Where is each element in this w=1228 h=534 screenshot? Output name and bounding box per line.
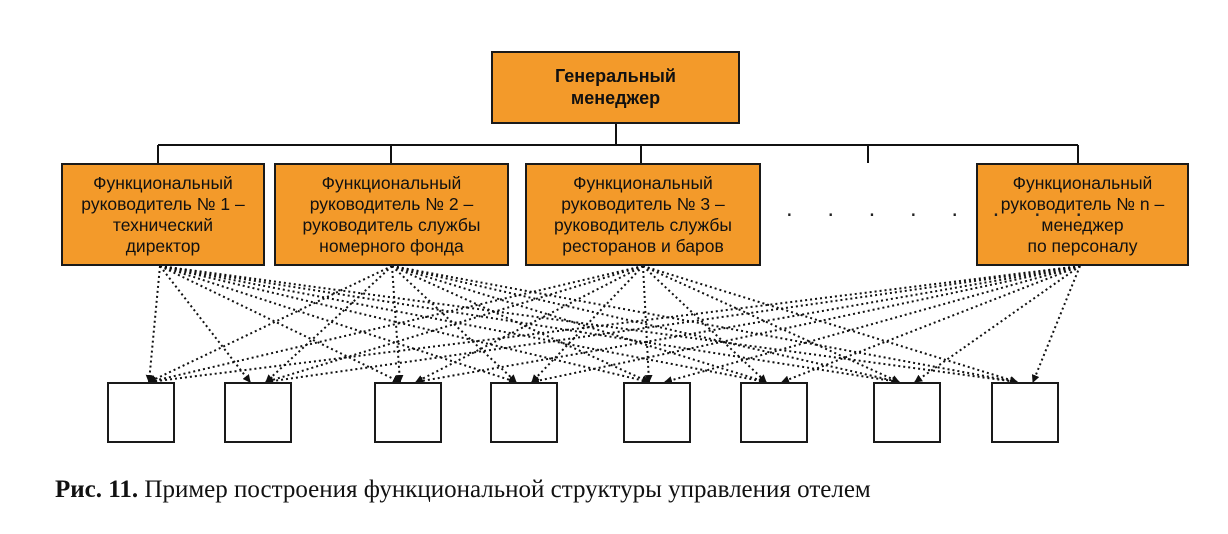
dotted-link-4-7: [914, 265, 1081, 383]
general-manager-box: Генеральный менеджер: [491, 51, 740, 124]
dotted-link-3-5: [642, 265, 653, 383]
unit-box-3: [374, 382, 442, 443]
dotted-link-1-8: [159, 265, 1018, 386]
dotted-link-1-5: [159, 265, 650, 385]
dotted-link-2-2: [265, 265, 393, 383]
dotted-link-2-7: [391, 265, 900, 385]
dotted-link-1-1: [145, 265, 161, 383]
dotted-link-1-6: [159, 265, 767, 385]
ellipsis-dots: . . . . . . . .: [786, 195, 1097, 222]
dotted-link-2-4: [391, 265, 517, 383]
unit-box-7: [873, 382, 941, 443]
functional-manager-n-box: Функциональный руководитель № n – менедж…: [976, 163, 1189, 266]
unit-box-2: [224, 382, 292, 443]
dotted-link-2-6: [391, 265, 767, 384]
functional-manager-3-box: Функциональный руководитель № 3 – руково…: [525, 163, 761, 266]
dotted-link-4-4: [531, 265, 1081, 385]
dotted-link-3-8: [642, 265, 1018, 384]
unit-box-8: [991, 382, 1059, 443]
dotted-link-3-7: [642, 265, 900, 383]
dotted-link-3-1: [148, 265, 644, 385]
dotted-link-3-4: [531, 265, 644, 383]
dotted-link-2-5: [391, 265, 650, 383]
dotted-link-1-2: [159, 265, 251, 383]
unit-box-5: [623, 382, 691, 443]
dotted-link-4-5: [664, 265, 1081, 384]
unit-box-4: [490, 382, 558, 443]
functional-manager-1-box: Функциональный руководитель № 1 – технич…: [61, 163, 265, 266]
dotted-link-3-2: [265, 265, 644, 384]
dotted-link-4-8: [1031, 265, 1081, 383]
figure-caption: Рис. 11. Пример построения функционально…: [55, 476, 871, 504]
dotted-link-3-6: [642, 265, 767, 383]
dotted-link-1-4: [159, 265, 517, 384]
functional-manager-2-box: Функциональный руководитель № 2 – руково…: [274, 163, 509, 266]
dotted-link-2-3: [391, 265, 404, 383]
dotted-link-1-7: [159, 265, 900, 385]
dotted-link-4-2: [265, 265, 1081, 385]
dotted-link-2-8: [391, 265, 1018, 385]
dotted-link-4-3: [415, 265, 1081, 385]
unit-box-6: [740, 382, 808, 443]
dotted-link-1-3: [159, 265, 401, 383]
caption-text: Пример построения функциональной структу…: [138, 476, 871, 503]
dotted-link-4-1: [148, 265, 1081, 386]
caption-label: Рис. 11.: [55, 476, 139, 503]
unit-box-1: [107, 382, 175, 443]
dotted-link-4-6: [781, 265, 1081, 384]
